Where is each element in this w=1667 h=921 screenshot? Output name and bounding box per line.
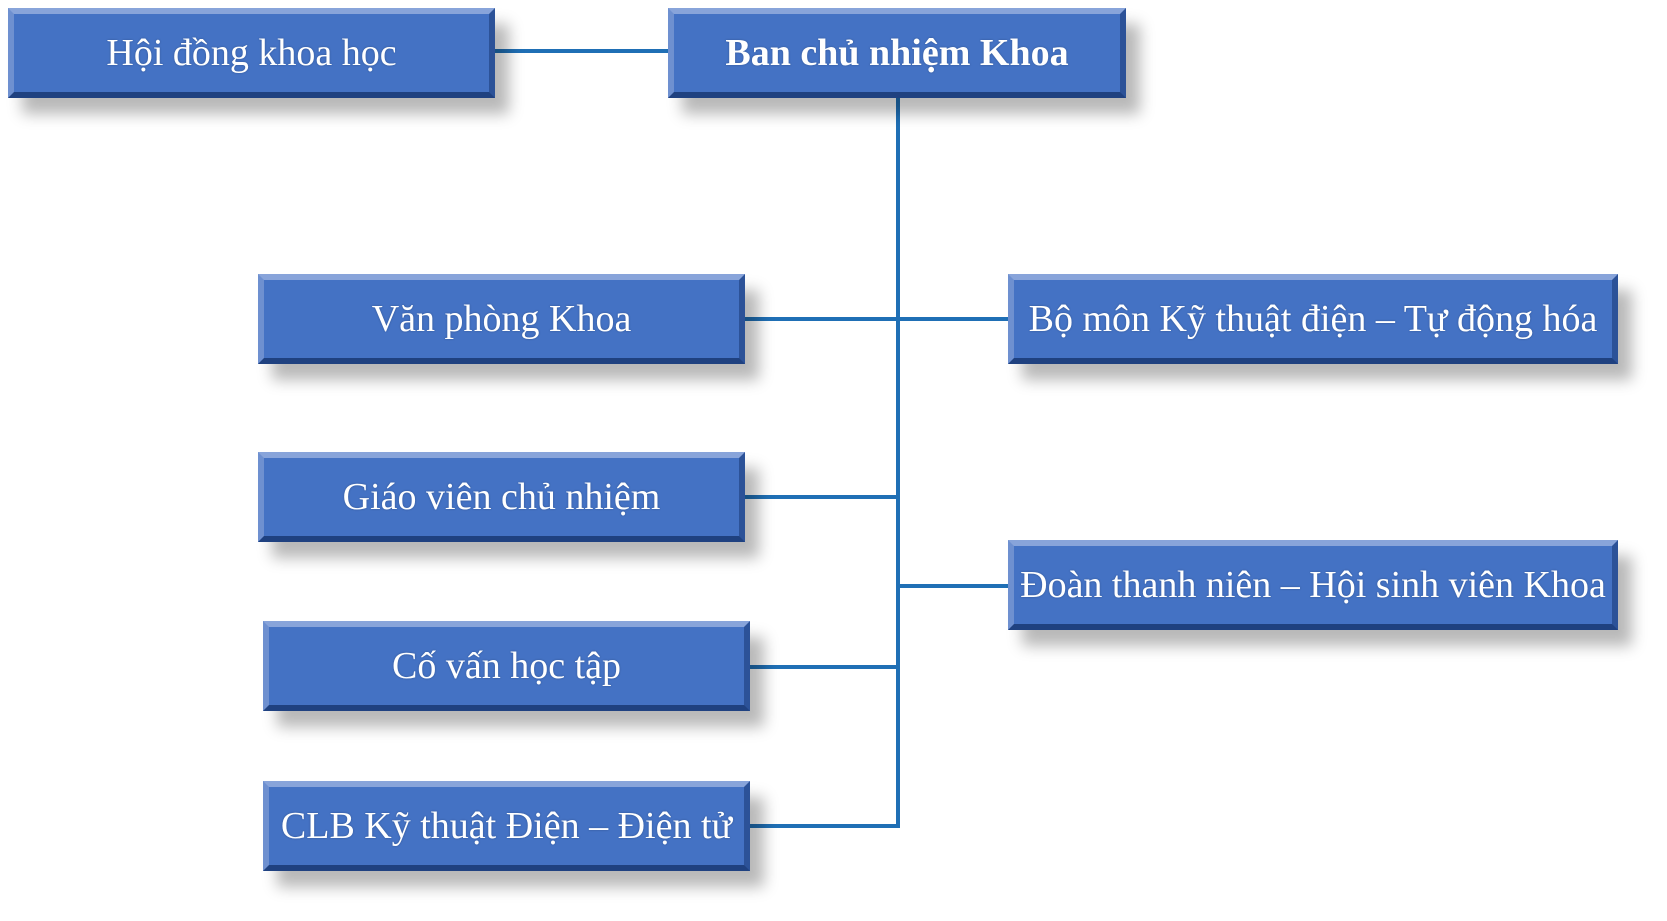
box-bo-mon-ky-thuat-dien-tu-dong-hoa: Bộ môn Kỹ thuật điện – Tự động hóa	[1008, 274, 1618, 364]
box-giao-vien-chu-nhiem: Giáo viên chủ nhiệm	[258, 452, 745, 542]
box-doan-thanh-nien-hoi-sinh-vien-khoa: Đoàn thanh niên – Hội sinh viên Khoa	[1008, 540, 1618, 630]
box-ban-chu-nhiem-khoa: Ban chủ nhiệm Khoa	[668, 8, 1126, 98]
box-clb-ky-thuat-dien-dien-tu: CLB Kỹ thuật Điện – Điện tử	[263, 781, 750, 871]
box-co-van-hoc-tap: Cố vấn học tập	[263, 621, 750, 711]
box-van-phong-khoa: Văn phòng Khoa	[258, 274, 745, 364]
box-hoi-dong-khoa-hoc: Hội đồng khoa học	[8, 8, 495, 98]
